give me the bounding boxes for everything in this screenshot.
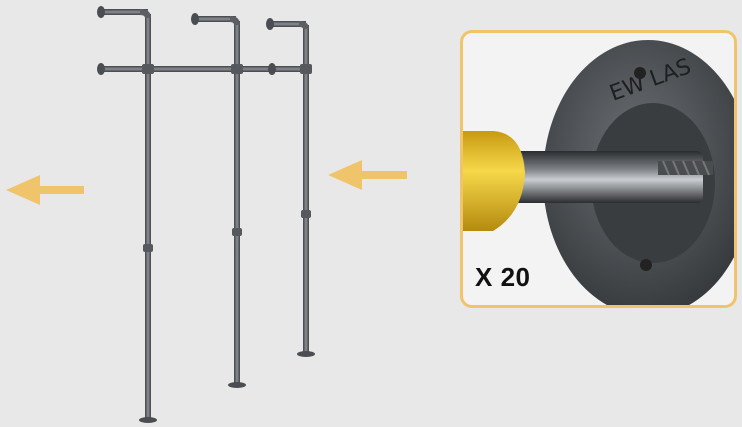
flange-screwdriver-detail: EW LAS — [463, 40, 734, 305]
arrow-left-icon — [6, 175, 84, 205]
rack-frame-3 — [266, 18, 315, 357]
quantity-label: X 20 — [475, 262, 531, 292]
insert-arrow-icon — [328, 160, 407, 190]
rack-frame-2 — [191, 13, 246, 388]
screwdriver-handle — [463, 131, 525, 231]
rack-frame-1 — [97, 6, 309, 423]
detail-callout: EW LAS X 20 — [460, 30, 737, 308]
